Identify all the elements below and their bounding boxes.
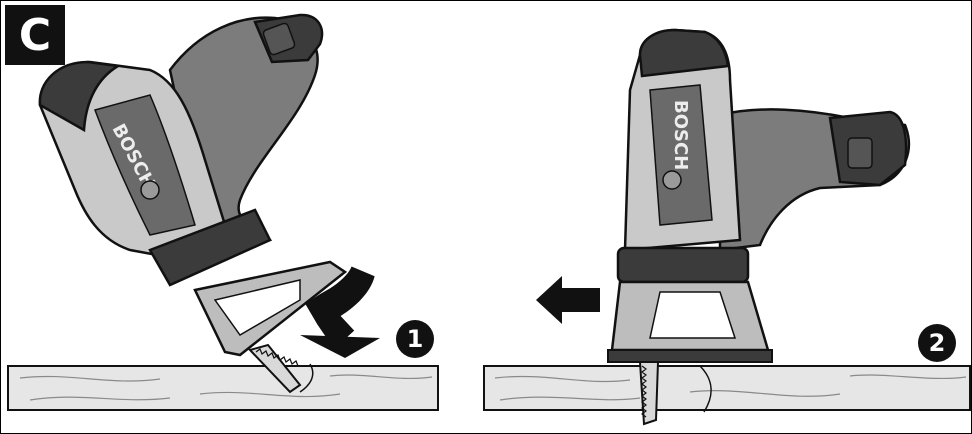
saw-blade-2: [638, 361, 660, 426]
saw-tool-upright: BOSCH: [607, 28, 911, 426]
figure-label: C: [5, 5, 65, 65]
logo-icon-2: [662, 170, 682, 190]
logo-icon: [140, 180, 160, 200]
saw-blade: [248, 343, 302, 394]
step-number-2: 2: [918, 324, 956, 362]
down-arrow-icon: [300, 266, 380, 358]
board-left: [7, 365, 439, 411]
left-arrow-icon: [536, 276, 600, 324]
brand-text-2: BOSCH: [670, 100, 691, 170]
nose-collar-2: [616, 246, 750, 284]
board-right: [483, 365, 971, 411]
nose-collar: [148, 208, 272, 287]
workpiece-right: [483, 365, 971, 411]
workpiece-left: [7, 365, 439, 411]
step-number-1: 1: [396, 320, 434, 358]
saw-tool-tilted: BOSCH: [38, 13, 348, 394]
